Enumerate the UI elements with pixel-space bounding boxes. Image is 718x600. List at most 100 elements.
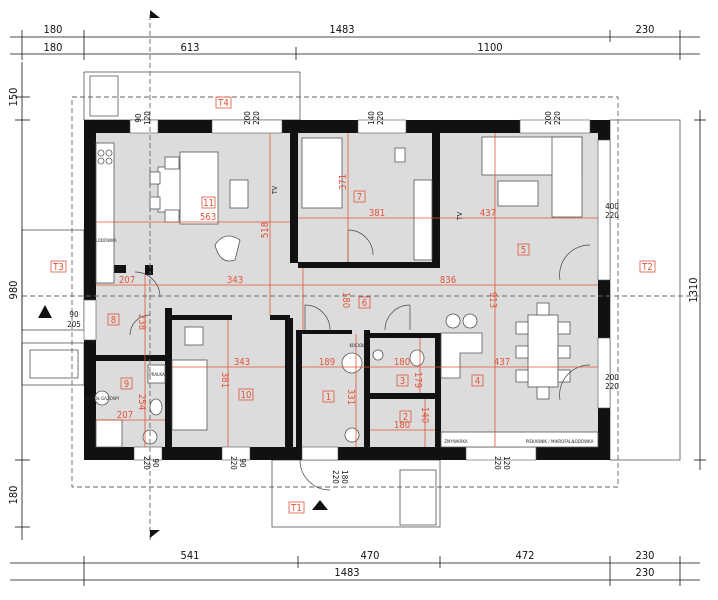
terrace-t3-label: T3 xyxy=(52,262,64,273)
window-width: 200 xyxy=(605,373,619,382)
room-7-label: 7 xyxy=(357,192,362,203)
dim-140: 140 xyxy=(419,407,430,423)
planter xyxy=(29,349,79,379)
kitchen-counter xyxy=(95,142,115,284)
dim-381: 381 xyxy=(369,208,385,219)
oven-label: PIEKARNIK / MIKROFALA xyxy=(526,439,575,445)
window-width: 220 xyxy=(493,456,502,470)
room-11-label: 11 xyxy=(203,198,214,209)
section-marker-icon xyxy=(150,10,160,18)
door-width: 90 xyxy=(69,310,79,319)
coffee-table xyxy=(229,179,249,209)
dim-bottom: 541 xyxy=(181,549,200,562)
door-height: 205 xyxy=(67,320,81,329)
armchair xyxy=(184,326,204,346)
doors xyxy=(129,229,591,491)
dim-left: 980 xyxy=(7,281,20,300)
washbasin xyxy=(149,398,163,416)
dim-180: 180 xyxy=(394,420,410,431)
washbasin xyxy=(372,349,384,361)
coffee-table xyxy=(497,180,539,207)
room-5-label: 5 xyxy=(521,245,526,256)
room-1-label: 1 xyxy=(326,392,331,403)
fridge-label: LODÓWKA xyxy=(573,438,594,445)
dishwasher-label: ZMYWARKA xyxy=(444,439,468,445)
planter xyxy=(399,469,437,526)
dim-left: 180 xyxy=(7,486,20,505)
dim-371: 371 xyxy=(338,174,349,190)
room-10-label: 10 xyxy=(241,390,252,401)
window-height: 220 xyxy=(376,111,385,125)
dim-207: 207 xyxy=(119,275,135,286)
sofa-bed xyxy=(301,137,343,209)
sofa xyxy=(179,151,219,225)
dim-254: 254 xyxy=(136,394,147,410)
dim-bottom: 1483 xyxy=(334,566,359,579)
dim-563: 563 xyxy=(200,212,216,223)
fridge-label: LODÓWKA xyxy=(96,237,117,244)
window-height: 220 xyxy=(252,111,261,125)
terrace-t2-label: T2 xyxy=(641,262,653,273)
window-height: 220 xyxy=(605,382,619,391)
washing-machine xyxy=(147,364,166,384)
window-height: 90 xyxy=(151,458,160,468)
dim-bottom: 470 xyxy=(361,549,380,562)
terrace-outline xyxy=(71,96,619,488)
toilet xyxy=(409,349,425,367)
room-4-label: 4 xyxy=(475,376,480,387)
tv-label: TV xyxy=(271,185,279,195)
dim-343: 343 xyxy=(234,357,250,368)
dim-179: 179 xyxy=(412,372,423,388)
room-8-label: 8 xyxy=(111,315,116,326)
washer-label: PRALKA xyxy=(149,372,165,378)
dim-343: 343 xyxy=(227,275,243,286)
dim-bottom: 472 xyxy=(516,549,535,562)
door-height: 180 xyxy=(340,470,349,484)
window-height: 220 xyxy=(553,111,562,125)
dining-table xyxy=(157,166,181,213)
dim-top: 180 xyxy=(44,23,63,36)
opening-sizes: 90 120 200 220 140 220 200 220 400 220 2… xyxy=(67,111,619,485)
dim-top: 613 xyxy=(181,41,200,54)
planter xyxy=(89,75,119,117)
entrance-marker-icon xyxy=(312,500,328,510)
room-3-label: 3 xyxy=(400,376,405,387)
dim-right: 1310 xyxy=(687,277,700,302)
dim-top: 230 xyxy=(636,23,655,36)
furniture xyxy=(94,136,599,448)
outer-dimensions: 180 1483 230 180 613 1100 541 470 472 23… xyxy=(7,23,706,586)
room-labels: 11 7 5 6 8 9 10 1 3 2 4 T4 T3 T2 T1 xyxy=(50,96,656,514)
shower xyxy=(95,419,123,448)
kitchen-worktop xyxy=(440,431,599,448)
window-width: 200 xyxy=(544,111,553,125)
terrace-t4-label: T4 xyxy=(217,98,229,109)
door-width: 220 xyxy=(331,470,340,484)
dim-left: 150 xyxy=(7,88,20,107)
dim-bottom: 230 xyxy=(636,566,655,579)
dim-180: 180 xyxy=(394,357,410,368)
room-dimension-lines xyxy=(96,133,598,447)
dim-331: 331 xyxy=(345,389,356,405)
boiler xyxy=(94,390,110,406)
room-2-label: 2 xyxy=(403,412,408,423)
room-dimensions: 563 518 343 207 371 381 437 836 180 913 … xyxy=(117,174,510,431)
dim-836: 836 xyxy=(440,275,456,286)
window-width: 220 xyxy=(229,456,238,470)
window-width: 400 xyxy=(605,202,619,211)
sofa xyxy=(171,359,208,431)
section-marker-icon xyxy=(150,530,160,538)
dim-437: 437 xyxy=(494,357,510,368)
terrace-t3-steps xyxy=(21,342,85,386)
boiler-label: KOCIOŁ GAZOWY xyxy=(85,396,120,402)
window-height: 90 xyxy=(238,458,247,468)
wardrobe xyxy=(413,179,433,261)
window-height: 120 xyxy=(502,456,511,470)
section-lines xyxy=(22,10,700,540)
dim-top: 1483 xyxy=(329,23,354,36)
tv-label: TV xyxy=(456,211,464,221)
entrance-marker-icon xyxy=(38,305,52,318)
dim-437: 437 xyxy=(480,208,496,219)
dim-381: 381 xyxy=(219,372,230,388)
dim-bottom: 230 xyxy=(636,549,655,562)
